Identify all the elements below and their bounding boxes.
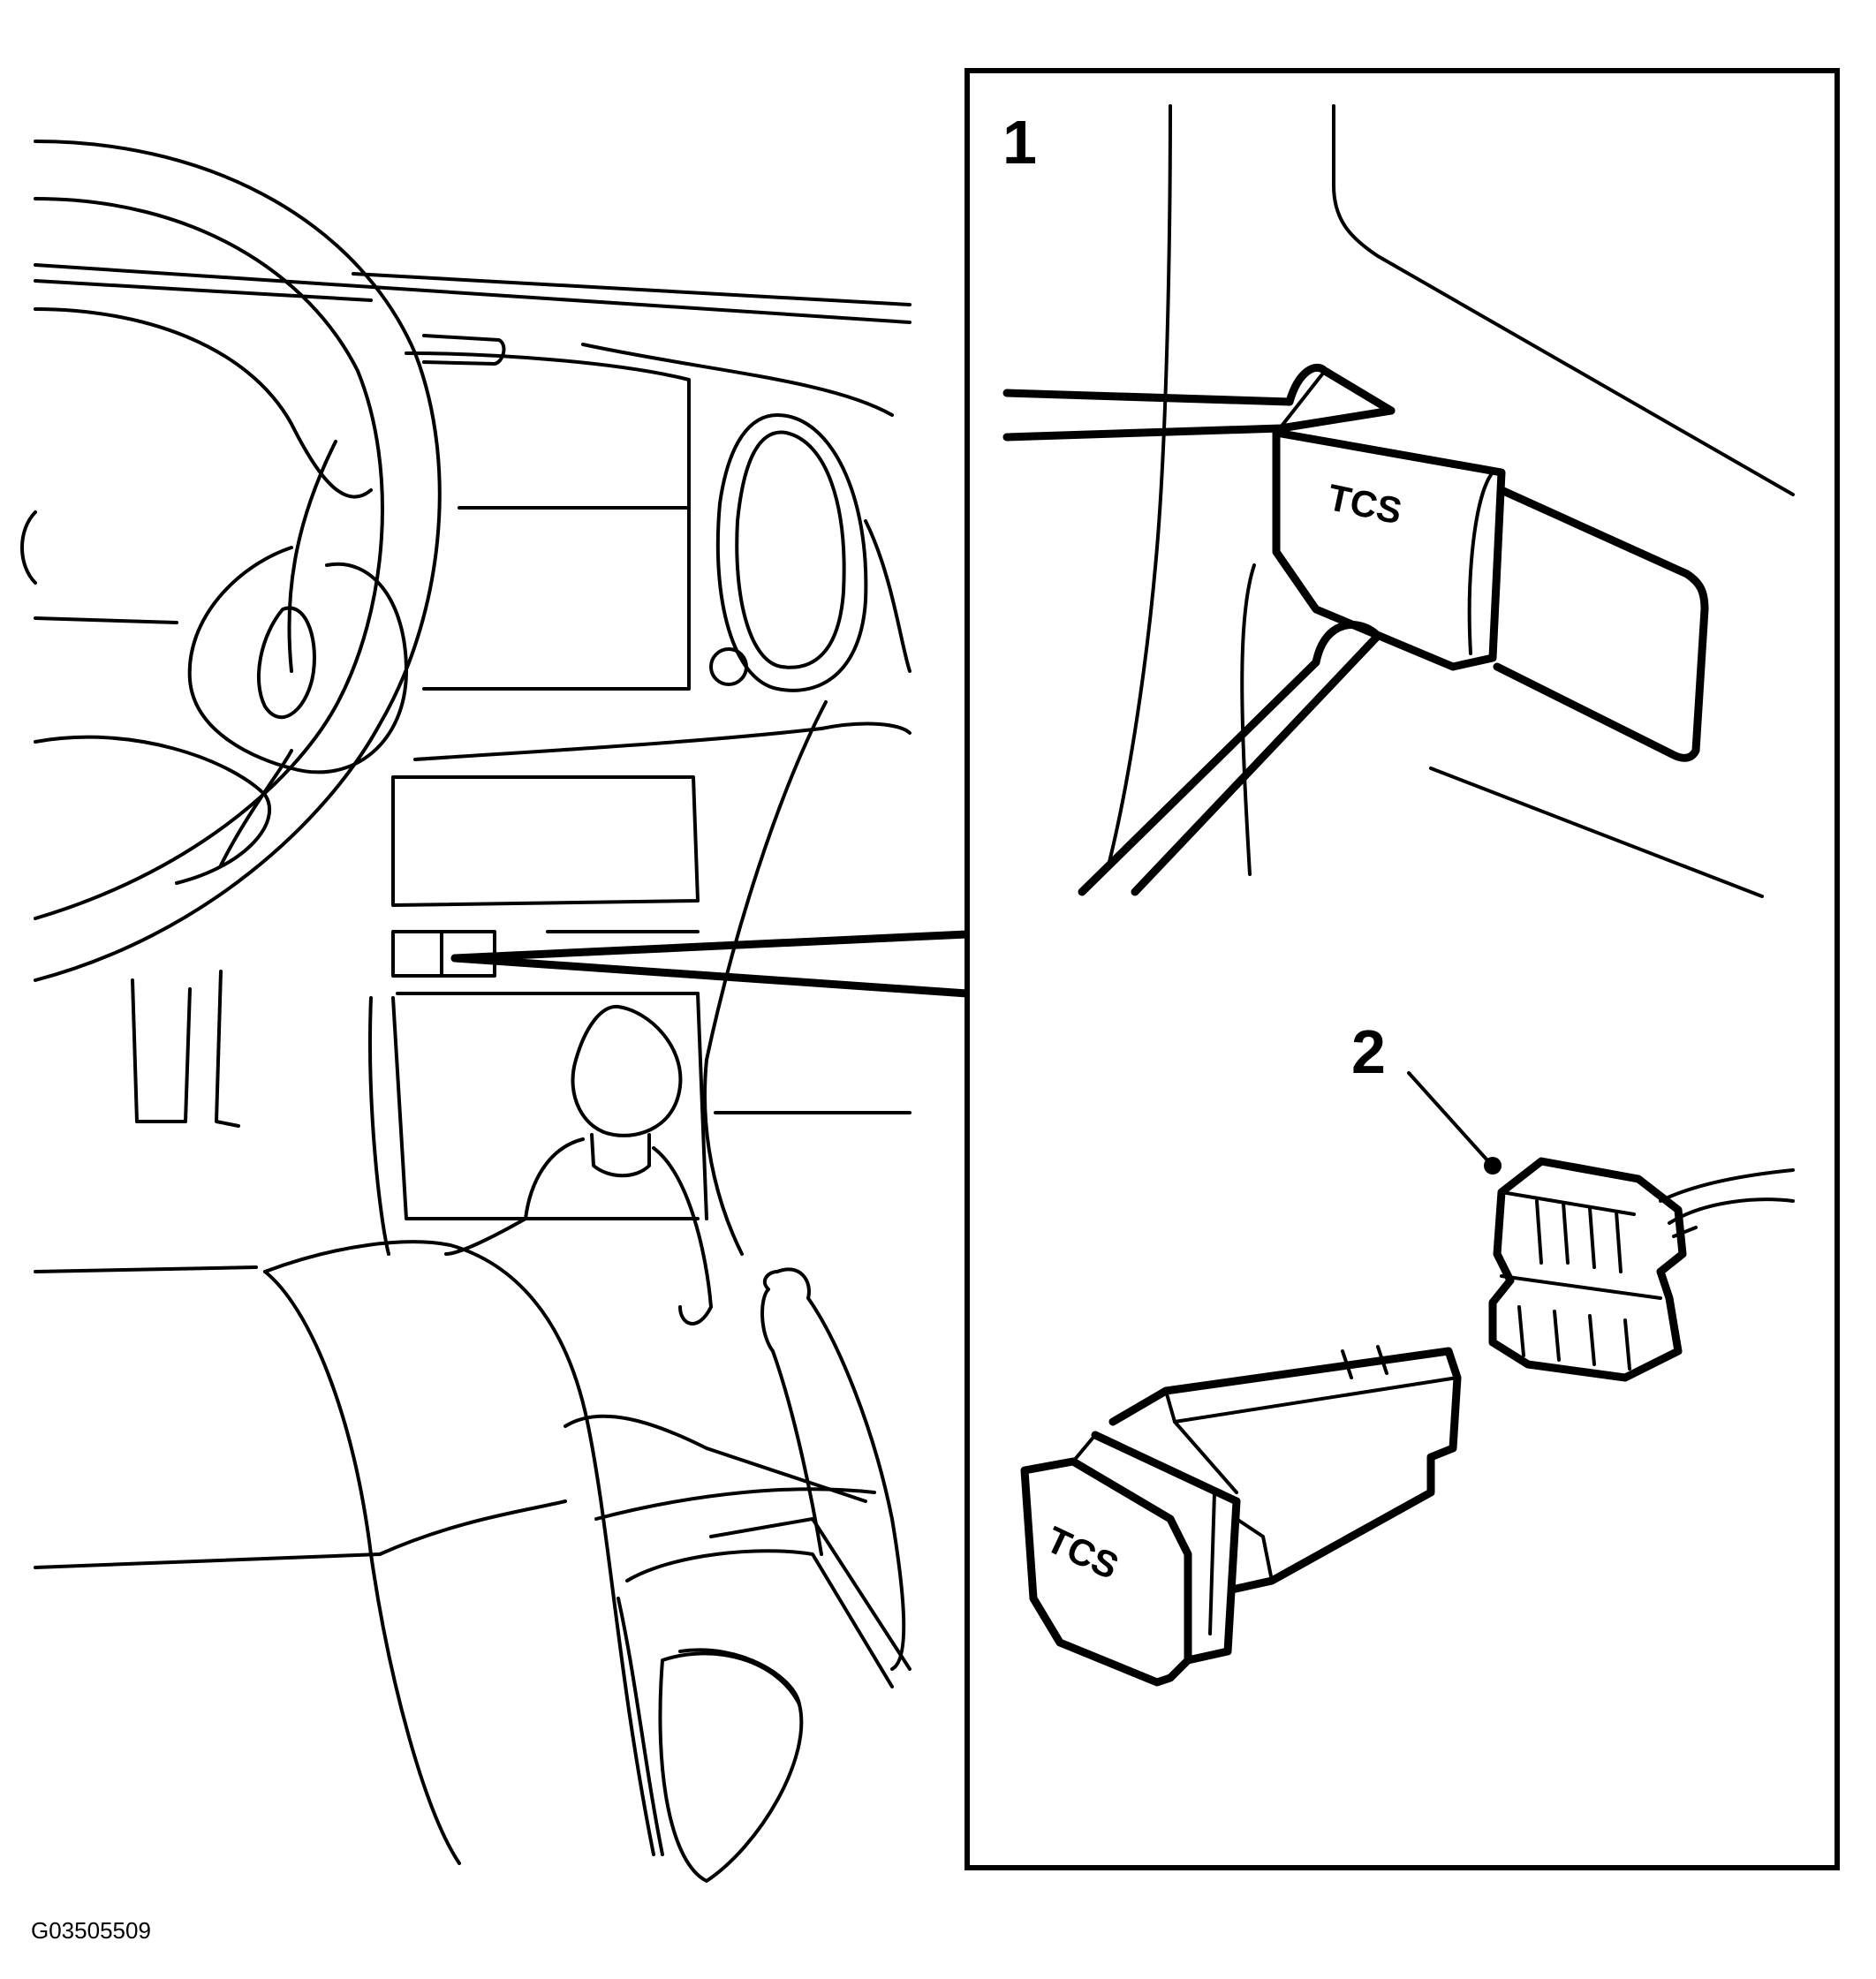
figure-id: G03505509 (31, 1917, 151, 1944)
detail-inset: 1 TCS 2 (964, 68, 1840, 1870)
callout-pointer (450, 930, 972, 998)
callout-2-dot (1484, 1157, 1502, 1175)
callout-number-2: 2 (1351, 1017, 1386, 1086)
callout-2-leader (1407, 1071, 1490, 1163)
wiring-connector (1488, 1157, 1795, 1382)
handbrake (617, 1267, 912, 1883)
car-interior-overview (20, 140, 972, 1883)
dashboard (20, 263, 912, 1569)
gear-shift (444, 1004, 713, 1326)
step-1-pry-switch: TCS (1002, 104, 1795, 898)
inset-frame (964, 68, 1840, 1870)
driver-seat (263, 1240, 876, 1865)
steering-wheel (34, 140, 442, 982)
callout-number-1: 1 (1002, 108, 1037, 177)
